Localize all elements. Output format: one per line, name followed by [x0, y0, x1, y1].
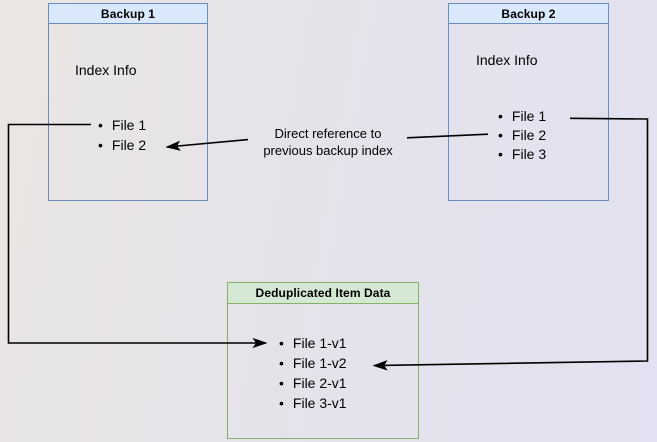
backup1-title: Backup 1: [100, 6, 156, 21]
list-item-label: File 3: [511, 146, 547, 162]
list-item-label: File 1-v1: [292, 335, 347, 351]
list-item: File 1: [98, 115, 146, 135]
backup2-node: Backup 2: [448, 3, 609, 201]
list-item: File 3-v1: [279, 393, 347, 413]
direct-reference-line2: previous backup index: [263, 143, 393, 158]
list-item-label: File 1: [511, 108, 547, 124]
list-item-label: File 2: [111, 137, 147, 153]
backup2-file-list: File 1 File 2 File 3: [498, 107, 546, 164]
list-item: File 1: [498, 107, 546, 126]
list-item: File 2: [98, 135, 146, 155]
backup1-file-list: File 1 File 2: [98, 115, 146, 155]
list-item: File 1-v2: [279, 353, 347, 373]
list-item: File 3: [498, 145, 546, 164]
backup2-index-info-label: Index Info: [476, 52, 538, 68]
dedup-title: Deduplicated Item Data: [255, 286, 391, 300]
backup1-header: Backup 1: [49, 4, 207, 24]
backup1-index-info-label: Index Info: [75, 62, 137, 78]
list-item-label: File 1-v2: [292, 355, 347, 371]
direct-reference-edge-label: Direct reference to previous backup inde…: [240, 125, 416, 159]
direct-reference-line1: Direct reference to: [274, 126, 382, 141]
list-item: File 2: [498, 126, 546, 145]
list-item-label: File 2: [511, 127, 547, 143]
dedup-header: Deduplicated Item Data: [228, 283, 418, 304]
list-item-label: File 2-v1: [292, 375, 347, 391]
list-item: File 2-v1: [279, 373, 347, 393]
dedup-file-list: File 1-v1 File 1-v2 File 2-v1 File 3-v1: [279, 333, 347, 413]
list-item-label: File 1: [111, 117, 147, 133]
backup2-title: Backup 2: [501, 6, 556, 21]
list-item: File 1-v1: [279, 333, 347, 353]
backup1-node: Backup 1: [48, 3, 208, 201]
dedup-node: Deduplicated Item Data: [227, 282, 419, 439]
list-item-label: File 3-v1: [292, 395, 347, 411]
backup2-header: Backup 2: [449, 4, 608, 24]
